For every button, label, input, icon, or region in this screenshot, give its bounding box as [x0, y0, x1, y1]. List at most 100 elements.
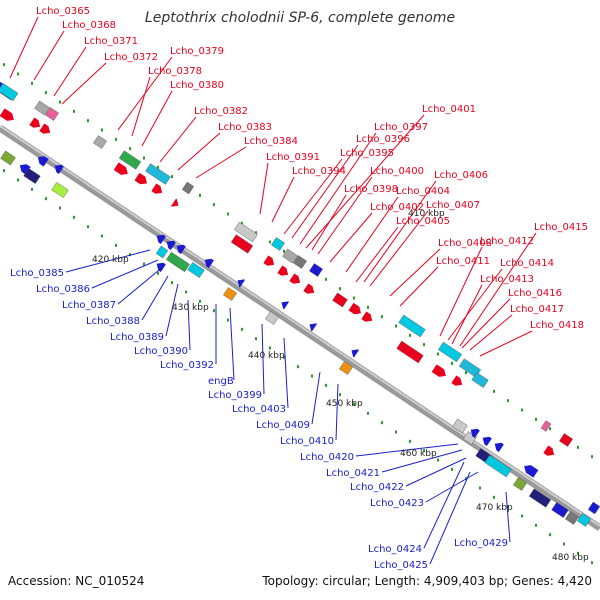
scale-dot: [171, 175, 173, 179]
scale-dot: [535, 523, 537, 527]
locus-tag-label[interactable]: Lcho_0416: [508, 288, 562, 299]
locus-tag-label[interactable]: Lcho_0380: [170, 80, 224, 91]
locus-tag-label[interactable]: Lcho_0406: [434, 170, 488, 181]
scale-dot: [31, 187, 33, 191]
scale-dot: [563, 542, 565, 546]
locus-tag-label[interactable]: Lcho_0422: [350, 482, 404, 493]
leader-line: [117, 265, 165, 305]
scale-dot: [213, 203, 215, 207]
locus-tag-label[interactable]: Lcho_0398: [344, 184, 398, 195]
gene-glyph: [494, 442, 504, 452]
gene-glyph: [265, 311, 279, 325]
locus-tag-label[interactable]: Lcho_0415: [534, 222, 588, 233]
gene-glyph: [187, 262, 205, 278]
scale-dot: [297, 365, 299, 369]
locus-tag-label[interactable]: Lcho_0378: [148, 66, 202, 77]
locus-tag-label[interactable]: Lcho_0405: [396, 216, 450, 227]
locus-tag-label[interactable]: Lcho_0408: [438, 238, 492, 249]
scale-dot: [507, 505, 509, 509]
locus-tag-label[interactable]: Lcho_0404: [396, 186, 450, 197]
kbp-tick-label: 420 kbp: [92, 255, 129, 265]
locus-tag-label[interactable]: Lcho_0402: [370, 202, 424, 213]
leader-line: [141, 90, 173, 147]
gene-glyph: [431, 364, 446, 377]
locus-tag-label[interactable]: Lcho_0412: [480, 236, 534, 247]
locus-tag-label[interactable]: Lcho_0409: [256, 420, 310, 431]
locus-tag-label[interactable]: Lcho_0421: [326, 468, 380, 479]
gene-glyph: [282, 248, 298, 264]
locus-tag-label[interactable]: Lcho_0414: [500, 258, 554, 269]
leader-line: [9, 16, 39, 79]
locus-tag-label[interactable]: Lcho_0413: [480, 274, 534, 285]
leader-line: [91, 259, 159, 289]
locus-tag-label[interactable]: Lcho_0383: [218, 122, 272, 133]
locus-tag-label[interactable]: engB: [208, 376, 234, 387]
scale-dot: [171, 281, 173, 285]
locus-tag-label[interactable]: Lcho_0379: [170, 46, 224, 57]
locus-tag-label[interactable]: Lcho_0425: [374, 560, 428, 571]
locus-tag-label[interactable]: Lcho_0382: [194, 106, 248, 117]
gene-glyph: [93, 135, 107, 149]
gene-glyph: [156, 262, 166, 272]
locus-tag-label[interactable]: Lcho_0365: [36, 6, 90, 17]
scale-dot: [451, 361, 453, 365]
locus-tag-label[interactable]: Lcho_0418: [530, 320, 584, 331]
locus-tag-label[interactable]: Lcho_0395: [340, 148, 394, 159]
locus-tag-label[interactable]: Lcho_0389: [110, 332, 164, 343]
scale-dot: [17, 72, 19, 76]
locus-tag-label[interactable]: Lcho_0394: [292, 166, 346, 177]
gene-glyph: [271, 237, 285, 251]
gene-glyph: [113, 162, 128, 175]
locus-tag-label[interactable]: Lcho_0387: [62, 300, 116, 311]
scale-dot: [255, 337, 257, 341]
locus-tag-label[interactable]: Lcho_0407: [426, 200, 480, 211]
locus-tag-label[interactable]: Lcho_0429: [454, 538, 508, 549]
locus-tag-label[interactable]: Lcho_0400: [370, 166, 424, 177]
gene-glyph: [577, 513, 591, 527]
locus-tag-label[interactable]: Lcho_0388: [86, 316, 140, 327]
locus-tag-label[interactable]: Lcho_0390: [134, 346, 188, 357]
leader-line: [355, 226, 399, 283]
locus-tag-label[interactable]: Lcho_0417: [510, 304, 564, 315]
gene-glyph: [19, 164, 31, 175]
locus-tag-label[interactable]: Lcho_0384: [244, 136, 298, 147]
gene-glyph: [181, 181, 195, 195]
locus-tag-label[interactable]: Lcho_0385: [10, 268, 64, 279]
locus-tag-label[interactable]: Lcho_0424: [368, 544, 422, 555]
scale-dot: [409, 439, 411, 443]
scale-dot: [577, 445, 579, 449]
kbp-tick-label: 450 kbp: [326, 399, 363, 409]
locus-tag-label[interactable]: Lcho_0372: [104, 52, 158, 63]
map-title: Leptothrix cholodnii SP-6, complete geno…: [144, 10, 456, 26]
gene-glyph: [361, 311, 373, 322]
locus-tag-label[interactable]: Lcho_0399: [208, 390, 262, 401]
scale-dot: [45, 91, 47, 95]
scale-dot: [367, 411, 369, 415]
locus-tag-label[interactable]: Lcho_0401: [422, 104, 476, 115]
gene-glyph: [540, 420, 552, 432]
locus-tag-label[interactable]: Lcho_0368: [62, 20, 116, 31]
scale-dot: [535, 417, 537, 421]
locus-tag-label[interactable]: Lcho_0411: [436, 256, 490, 267]
leader-line: [363, 180, 437, 283]
locus-tag-label[interactable]: Lcho_0423: [370, 498, 424, 509]
locus-tag-label[interactable]: Lcho_0391: [266, 152, 320, 163]
gene-glyph: [29, 117, 41, 128]
gene-glyph: [565, 511, 579, 525]
locus-tag-label[interactable]: Lcho_0392: [160, 360, 214, 371]
gene-glyph: [0, 108, 14, 121]
gene-glyph: [166, 240, 176, 250]
locus-tag-label[interactable]: Lcho_0396: [356, 134, 410, 145]
locus-tag-label[interactable]: Lcho_0386: [36, 284, 90, 295]
locus-tag-label[interactable]: Lcho_0410: [280, 436, 334, 447]
locus-tag-label[interactable]: Lcho_0397: [374, 122, 428, 133]
locus-tag-label[interactable]: Lcho_0420: [300, 452, 354, 463]
locus-tag-label[interactable]: Lcho_0371: [84, 36, 138, 47]
scale-dot: [269, 346, 271, 350]
gene-glyph: [23, 168, 41, 184]
scale-dot: [31, 81, 33, 85]
locus-tag-label[interactable]: Lcho_0403: [232, 404, 286, 415]
scale-dot: [115, 243, 117, 247]
gene-glyph: [471, 372, 489, 388]
